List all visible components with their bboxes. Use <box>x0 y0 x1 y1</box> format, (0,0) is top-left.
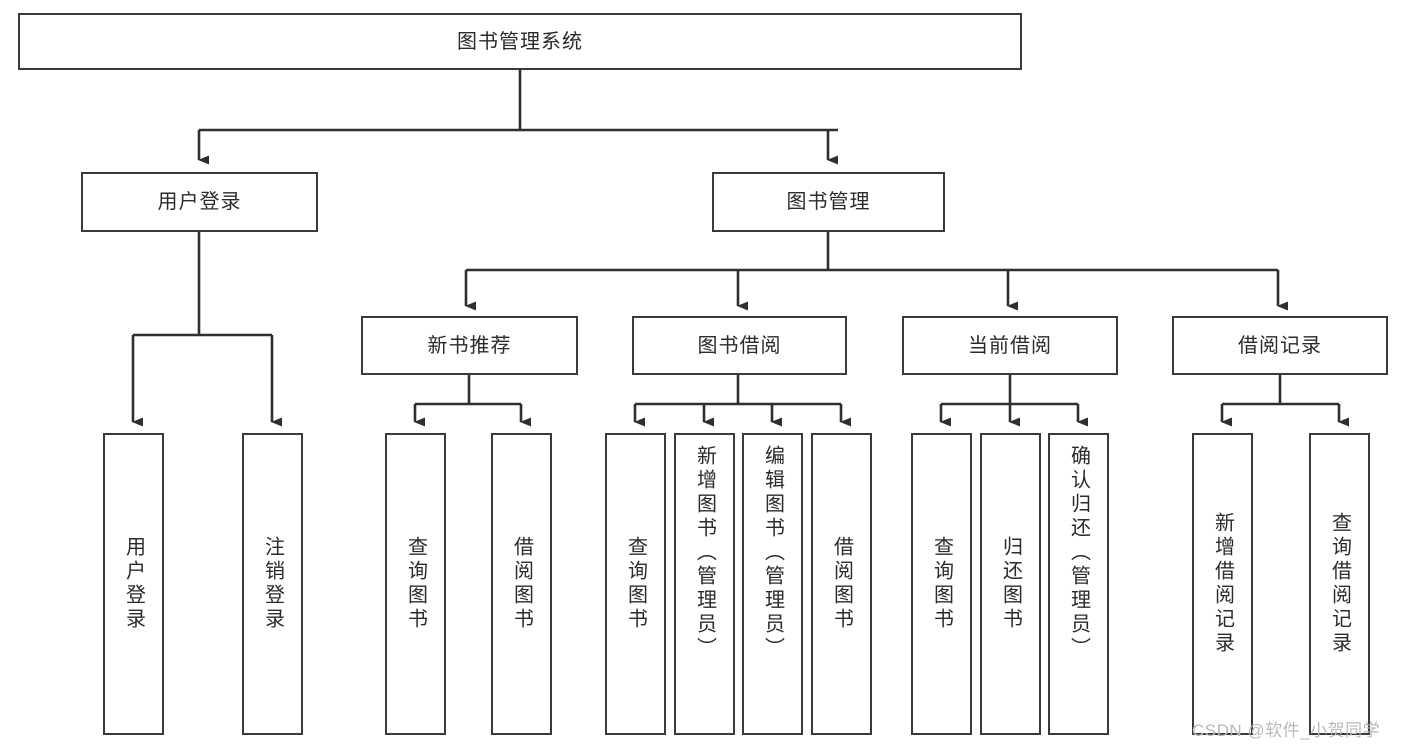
leaf-confirm-return[interactable]: 确认归还（管理员） <box>1048 433 1109 735</box>
leaf-add-book[interactable]: 新增图书（管理员） <box>674 433 735 735</box>
watermark: CSDN @软件_小贺同学 <box>1192 721 1381 740</box>
leaf-query-record[interactable]: 查询借阅记录 <box>1309 433 1370 735</box>
leaf-user-logout[interactable]: 注销登录 <box>242 433 303 735</box>
leaf-borrow-book-1[interactable]: 借阅图书 <box>491 433 552 735</box>
node-new-book-recommend[interactable]: 新书推荐 <box>361 316 578 375</box>
node-borrow-record[interactable]: 借阅记录 <box>1172 316 1388 375</box>
node-user-login[interactable]: 用户登录 <box>81 172 318 232</box>
node-book-borrow[interactable]: 图书借阅 <box>632 316 847 375</box>
leaf-edit-book[interactable]: 编辑图书（管理员） <box>742 433 803 735</box>
node-root[interactable]: 图书管理系统 <box>18 13 1022 70</box>
node-book-management[interactable]: 图书管理 <box>712 172 945 232</box>
leaf-return-book[interactable]: 归还图书 <box>980 433 1041 735</box>
node-current-borrow[interactable]: 当前借阅 <box>902 316 1118 375</box>
leaf-query-book-2[interactable]: 查询图书 <box>605 433 666 735</box>
leaf-borrow-book-2[interactable]: 借阅图书 <box>811 433 872 735</box>
leaf-query-book-1[interactable]: 查询图书 <box>385 433 446 735</box>
leaf-user-login[interactable]: 用户登录 <box>103 433 164 735</box>
leaf-add-record[interactable]: 新增借阅记录 <box>1192 433 1253 735</box>
leaf-query-book-3[interactable]: 查询图书 <box>911 433 972 735</box>
